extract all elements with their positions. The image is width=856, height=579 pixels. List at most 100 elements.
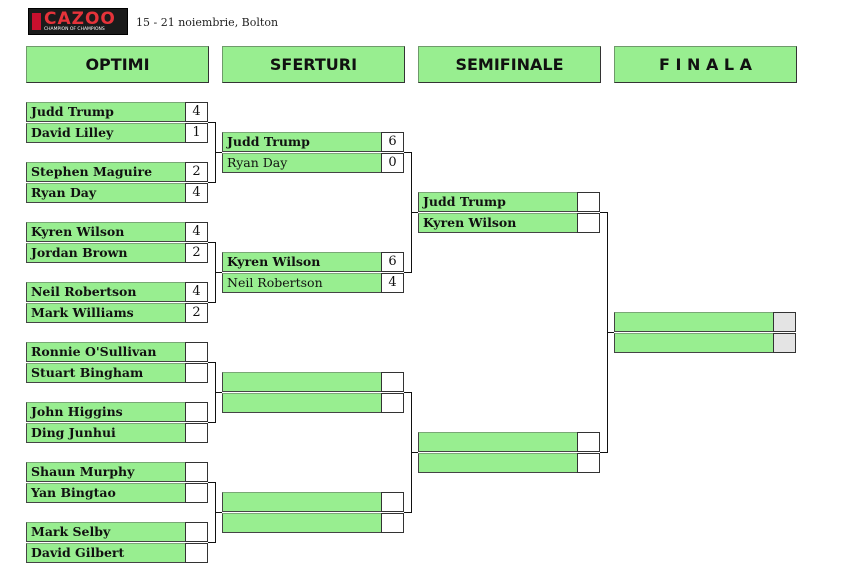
bracket-connector xyxy=(208,482,215,483)
event-info: 15 - 21 noiembrie, Bolton xyxy=(136,16,279,29)
player-slot xyxy=(614,333,774,353)
player-name: Ryan Day xyxy=(227,155,288,170)
player-name: Neil Robertson xyxy=(31,284,137,299)
score-box: 4 xyxy=(185,183,208,203)
bracket-connector xyxy=(215,392,222,393)
player-name: Mark Selby xyxy=(31,524,111,539)
player-name: Judd Trump xyxy=(31,104,114,119)
player-slot: Judd Trump xyxy=(26,102,186,122)
cazoo-logo: CAZOO CHAMPION OF CHAMPIONS xyxy=(28,8,128,35)
bracket-connector xyxy=(208,242,215,243)
score-box xyxy=(185,483,208,503)
score-box xyxy=(185,543,208,563)
player-slot: Ronnie O'Sullivan xyxy=(26,342,186,362)
score-box xyxy=(185,462,208,482)
bracket-connector xyxy=(208,542,215,543)
score-box: 4 xyxy=(185,282,208,302)
player-slot: Stephen Maguire xyxy=(26,162,186,182)
score-box xyxy=(577,213,600,233)
score-box xyxy=(381,513,404,533)
player-name: Kyren Wilson xyxy=(423,215,517,230)
score-box xyxy=(577,432,600,452)
player-slot: Kyren Wilson xyxy=(418,213,578,233)
score-box: 2 xyxy=(185,162,208,182)
score-box: 2 xyxy=(185,303,208,323)
player-slot: David Lilley xyxy=(26,123,186,143)
bracket-connector xyxy=(215,512,222,513)
player-slot: Judd Trump xyxy=(418,192,578,212)
bracket-connector xyxy=(215,152,222,153)
player-slot: Mark Selby xyxy=(26,522,186,542)
player-name: Judd Trump xyxy=(423,194,506,209)
player-slot: Judd Trump xyxy=(222,132,382,152)
player-slot: John Higgins xyxy=(26,402,186,422)
score-box xyxy=(577,192,600,212)
score-box xyxy=(577,453,600,473)
player-slot: Kyren Wilson xyxy=(222,252,382,272)
score-box xyxy=(185,342,208,362)
player-name: David Lilley xyxy=(31,125,114,140)
bracket-connector xyxy=(411,452,418,453)
player-name: Stuart Bingham xyxy=(31,365,144,380)
score-box: 6 xyxy=(381,132,404,152)
round-header-sferturi: SFERTURI xyxy=(222,46,405,83)
player-slot: Neil Robertson xyxy=(222,273,382,293)
player-name: Neil Robertson xyxy=(227,275,323,290)
score-box xyxy=(185,423,208,443)
player-slot xyxy=(222,513,382,533)
player-slot: Neil Robertson xyxy=(26,282,186,302)
score-box xyxy=(381,492,404,512)
bracket-connector xyxy=(404,392,411,393)
bracket-connector xyxy=(404,272,411,273)
player-slot: Shaun Murphy xyxy=(26,462,186,482)
bracket-connector xyxy=(411,212,418,213)
player-name: Ronnie O'Sullivan xyxy=(31,344,157,359)
round-header-optimi: OPTIMI xyxy=(26,46,209,83)
player-slot xyxy=(418,453,578,473)
player-slot: Ding Junhui xyxy=(26,423,186,443)
bracket-connector xyxy=(208,122,215,123)
player-slot xyxy=(614,312,774,332)
bracket-connector xyxy=(208,302,215,303)
player-name: Ryan Day xyxy=(31,185,97,200)
bracket-connector xyxy=(208,182,215,183)
logo-text: CAZOO xyxy=(44,9,116,29)
bracket-connector xyxy=(404,512,411,513)
player-slot: Mark Williams xyxy=(26,303,186,323)
score-box xyxy=(381,372,404,392)
score-box: 1 xyxy=(185,123,208,143)
bracket-connector xyxy=(208,422,215,423)
logo-mark xyxy=(32,13,41,30)
player-slot: Kyren Wilson xyxy=(26,222,186,242)
player-name: John Higgins xyxy=(31,404,123,419)
player-name: Jordan Brown xyxy=(31,245,128,260)
score-box: 4 xyxy=(185,222,208,242)
player-slot xyxy=(222,492,382,512)
player-slot: Jordan Brown xyxy=(26,243,186,263)
score-box xyxy=(773,312,796,332)
player-name: Kyren Wilson xyxy=(227,254,321,269)
score-box xyxy=(185,522,208,542)
score-box: 0 xyxy=(381,153,404,173)
player-slot: David Gilbert xyxy=(26,543,186,563)
player-name: Stephen Maguire xyxy=(31,164,153,179)
bracket-connector xyxy=(607,332,614,333)
player-name: Ding Junhui xyxy=(31,425,116,440)
score-box xyxy=(381,393,404,413)
bracket-connector xyxy=(404,152,411,153)
logo-subtext: CHAMPION OF CHAMPIONS xyxy=(44,27,105,32)
player-slot: Yan Bingtao xyxy=(26,483,186,503)
player-name: Mark Williams xyxy=(31,305,134,320)
player-slot xyxy=(418,432,578,452)
player-slot xyxy=(222,393,382,413)
score-box xyxy=(185,363,208,383)
score-box: 6 xyxy=(381,252,404,272)
player-slot: Ryan Day xyxy=(222,153,382,173)
player-name: Yan Bingtao xyxy=(31,485,116,500)
score-box: 4 xyxy=(185,102,208,122)
bracket-connector xyxy=(215,272,222,273)
round-header-finala: F I N A L A xyxy=(614,46,797,83)
bracket-connector xyxy=(600,212,607,213)
bracket-connector xyxy=(600,452,607,453)
player-name: David Gilbert xyxy=(31,545,125,560)
